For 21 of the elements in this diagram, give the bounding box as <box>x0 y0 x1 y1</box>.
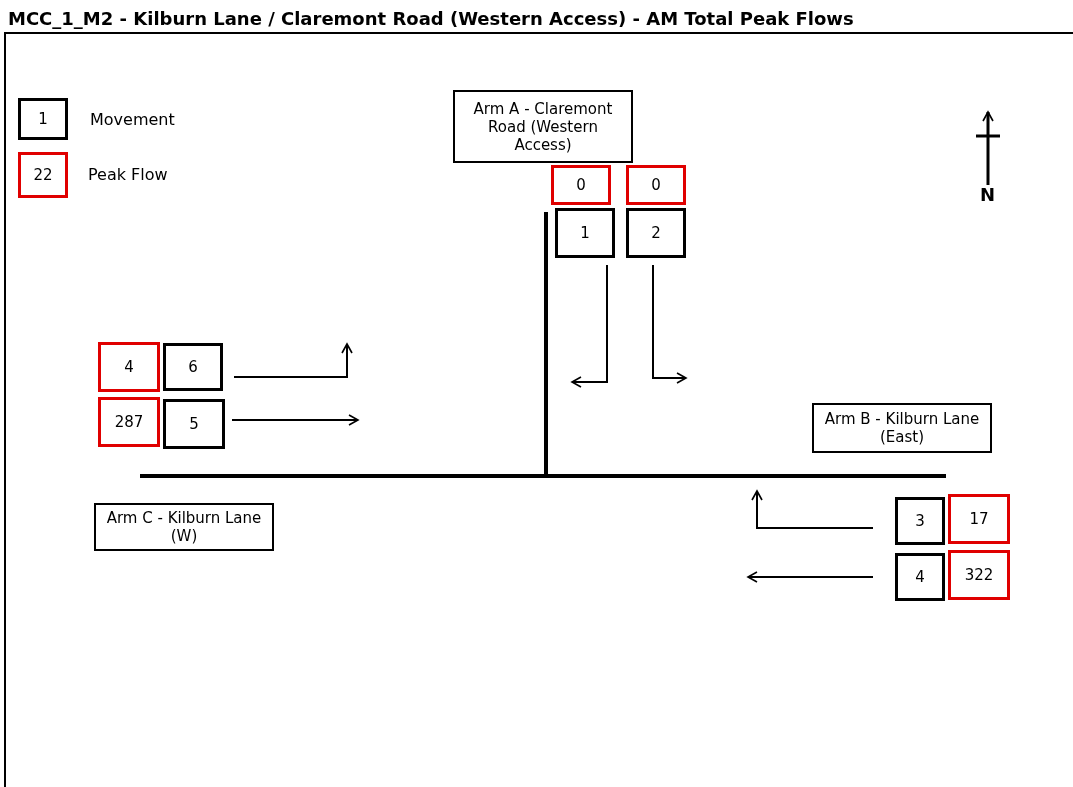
arm-label-box: Arm C - Kilburn Lane (W) <box>94 503 274 551</box>
legend-movement-sample: 1 <box>18 98 68 140</box>
peak-flow-box: 17 <box>948 494 1010 544</box>
legend-flow-sample: 22 <box>18 152 68 198</box>
legend-label: Peak Flow <box>88 165 168 184</box>
peak-flow-box: 4 <box>98 342 160 392</box>
peak-flow-box: 0 <box>551 165 611 205</box>
peak-flow-box: 287 <box>98 397 160 447</box>
arm-label-box: Arm A - Claremont Road (Western Access) <box>453 90 633 163</box>
peak-flow-box: 0 <box>626 165 686 205</box>
movement-number-box: 5 <box>163 399 225 449</box>
movement-number-box: 6 <box>163 343 223 391</box>
movement-number-box: 2 <box>626 208 686 258</box>
movement-number-box: 3 <box>895 497 945 545</box>
peak-flow-box: 322 <box>948 550 1010 600</box>
legend-label: Movement <box>90 110 175 129</box>
diagram-title: MCC_1_M2 - Kilburn Lane / Claremont Road (Western Access) - AM Total Peak Flows <box>8 8 854 29</box>
arm-label-box: Arm B - Kilburn Lane (East) <box>812 403 992 453</box>
movement-number-box: 1 <box>555 208 615 258</box>
north-label: N <box>980 184 996 205</box>
movement-number-box: 4 <box>895 553 945 601</box>
